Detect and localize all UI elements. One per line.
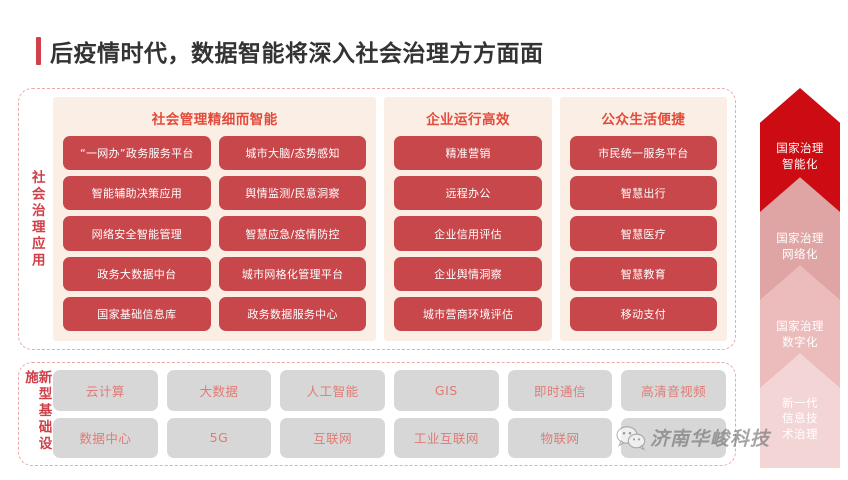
panel-column: “一网办”政务服务平台 智能辅助决策应用 网络安全智能管理 政务大数据中台 国家… [63,136,211,332]
arrow-segment-label: 新一代信息技术治理 [782,395,818,441]
arrow-segment-label: 国家治理智能化 [776,141,824,171]
arrow-segment-label: 国家治理数字化 [776,319,824,349]
app-pill[interactable]: 城市大脑/态势感知 [218,136,367,171]
infra-pill[interactable]: 数据中心 [53,417,158,458]
panel-columns-social-management: “一网办”政务服务平台 智能辅助决策应用 网络安全智能管理 政务大数据中台 国家… [63,136,367,332]
infra-pill[interactable]: 即时通信 [507,370,613,411]
infra-pill[interactable]: 云计算 [53,370,158,411]
infra-pill[interactable]: 人工智能 [280,370,385,411]
app-pill[interactable]: 远程办公 [394,176,542,211]
app-pill[interactable]: 网络安全智能管理 [63,216,211,251]
app-pill[interactable]: 政务大数据中台 [63,256,211,291]
app-pill[interactable]: 企业信用评估 [394,216,542,251]
infrastructure-grid: 云计算 大数据 人工智能 GIS 即时通信 高清音视频 数据中心 5G 互联网 … [53,370,726,458]
social-governance-vertical-label-text: 社会治理应用 [28,169,45,269]
panel-enterprise-operation: 企业运行高效 精准营销 远程办公 企业信用评估 企业舆情洞察 城市营商环境评估 [384,97,552,341]
app-pill[interactable]: 企业舆情洞察 [394,256,542,291]
infra-pill[interactable]: 工业互联网 [393,417,499,458]
new-infrastructure-vertical-label-text: 新型基础设施 [22,370,52,453]
new-infrastructure-box: 新型基础设施 云计算 大数据 人工智能 GIS 即时通信 高清音视频 数据中心 … [18,362,736,466]
infra-pill[interactable]: 高清音视频 [621,370,726,411]
infra-pill-obscured[interactable] [621,417,726,458]
panel-title-public-life: 公众生活便捷 [601,112,686,128]
panel-social-management: 社会管理精细而智能 “一网办”政务服务平台 智能辅助决策应用 网络安全智能管理 … [53,97,377,341]
title-accent-bar [36,37,41,65]
social-governance-vertical-label: 社会治理应用 [19,89,53,349]
app-pill[interactable]: 智慧医疗 [569,216,718,251]
social-governance-applications-box: 社会治理应用 社会管理精细而智能 “一网办”政务服务平台 智能辅助决策应用 网络… [18,88,736,350]
infra-pill[interactable]: 5G [166,417,272,458]
national-governance-arrow-stack: 新一代信息技术治理 国家治理数字化 国家治理网络化 国家治理智能化 [760,88,840,468]
panel-column: 精准营销 远程办公 企业信用评估 企业舆情洞察 城市营商环境评估 [394,136,542,332]
infra-pill[interactable]: 物联网 [507,417,613,458]
app-pill[interactable]: 智慧应急/疫情防控 [218,216,367,251]
infra-pill[interactable]: GIS [393,370,499,411]
application-panels: 社会管理精细而智能 “一网办”政务服务平台 智能辅助决策应用 网络安全智能管理 … [53,89,735,349]
panel-public-life: 公众生活便捷 市民统一服务平台 智慧出行 智慧医疗 智慧教育 移动支付 [559,97,728,341]
page-title: 后疫情时代，数据智能将深入社会治理方方面面 [36,34,544,68]
app-pill[interactable]: 智慧教育 [569,256,718,291]
page-title-text: 后疫情时代，数据智能将深入社会治理方方面面 [50,41,544,67]
app-pill[interactable]: 智能辅助决策应用 [63,176,211,211]
app-pill[interactable]: 智慧出行 [569,176,718,211]
app-pill[interactable]: 城市营商环境评估 [394,296,542,332]
app-pill[interactable]: 舆情监测/民意洞察 [218,176,367,211]
app-pill[interactable]: “一网办”政务服务平台 [63,136,211,171]
app-pill[interactable]: 城市网格化管理平台 [218,256,367,291]
app-pill[interactable]: 国家基础信息库 [63,296,211,332]
panel-column: 市民统一服务平台 智慧出行 智慧医疗 智慧教育 移动支付 [569,136,718,332]
infra-pill[interactable]: 互联网 [280,417,385,458]
panel-title-enterprise-operation: 企业运行高效 [426,112,511,128]
app-pill[interactable]: 市民统一服务平台 [569,136,718,171]
new-infrastructure-vertical-label: 新型基础设施 [19,370,53,458]
panel-columns-public-life: 市民统一服务平台 智慧出行 智慧医疗 智慧教育 移动支付 [569,136,718,332]
app-pill[interactable]: 精准营销 [394,136,542,171]
app-pill[interactable]: 政务数据服务中心 [218,296,367,332]
panel-columns-enterprise-operation: 精准营销 远程办公 企业信用评估 企业舆情洞察 城市营商环境评估 [394,136,542,332]
panel-column: 城市大脑/态势感知 舆情监测/民意洞察 智慧应急/疫情防控 城市网格化管理平台 … [218,136,367,332]
infra-pill[interactable]: 大数据 [166,370,272,411]
panel-title-social-management: 社会管理精细而智能 [151,112,278,128]
arrow-segment-label: 国家治理网络化 [776,231,824,261]
app-pill[interactable]: 移动支付 [569,296,718,332]
